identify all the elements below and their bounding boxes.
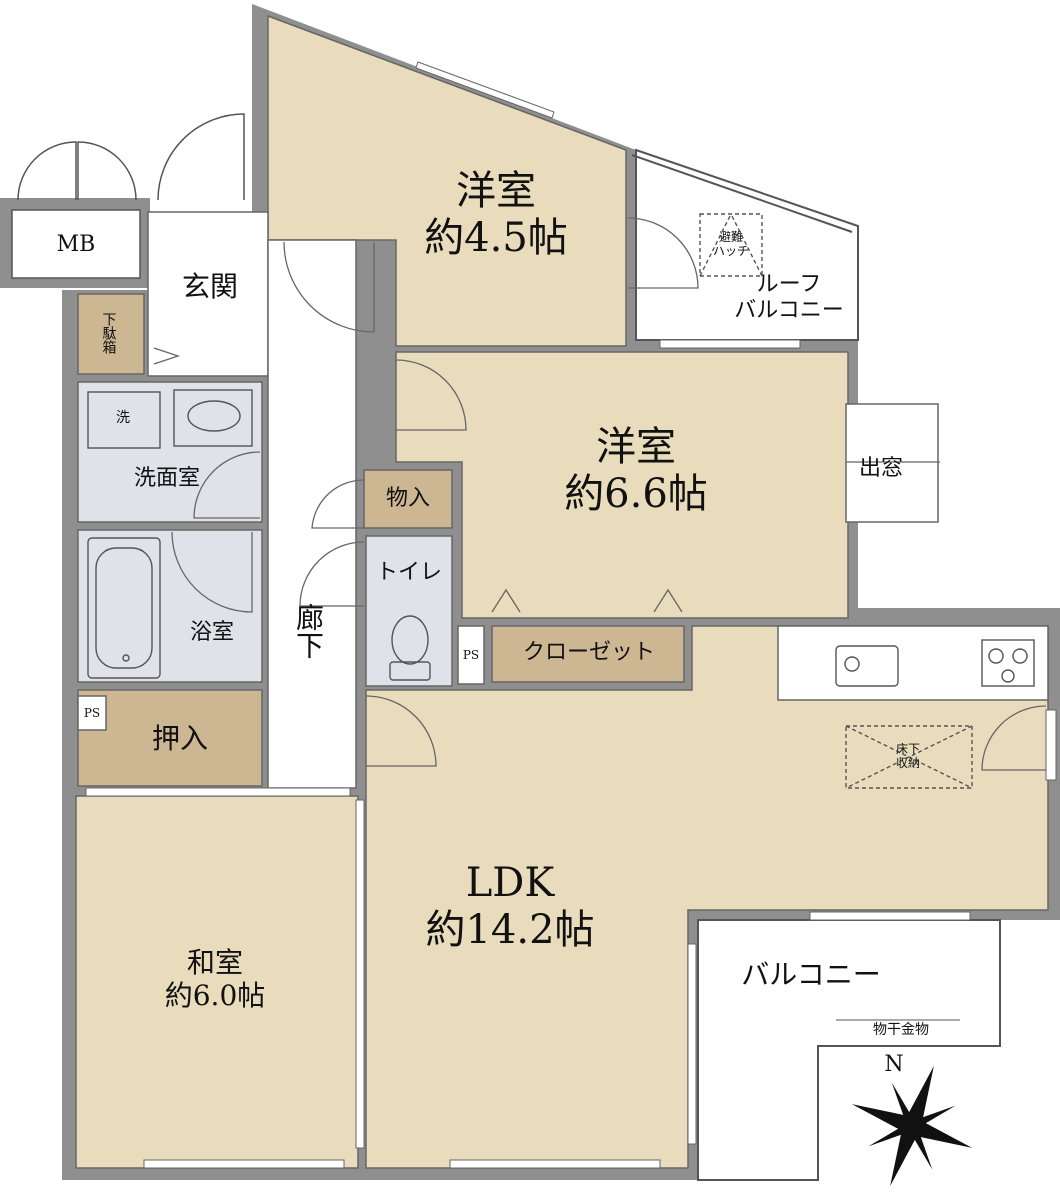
washroom [77,381,263,523]
washroom-label: 洗面室 [133,466,200,491]
ps-oshiire [77,695,107,731]
compass-icon [851,1065,973,1187]
oshiire [77,689,263,787]
ps-label-oshiire: PS [83,706,101,720]
western-room-4-5-label: 洋室 約4.5帖 [396,168,596,262]
bathroom [77,529,263,683]
room-name: 洋室 [456,168,536,214]
toilet-tank [389,661,431,681]
bathtub [87,537,161,679]
storage [363,469,453,529]
japanese-room [75,795,359,1169]
entrance-doors [17,113,245,201]
toilet-label: トイレ [375,560,442,585]
ps-toilet [457,625,485,685]
stove [981,639,1035,687]
windows [85,61,1057,1169]
balcony-label: バルコニー [741,958,881,991]
washer-pan [87,391,161,449]
room-name: LDK [465,860,555,906]
kitchen-sink [835,645,899,687]
sink-basin [187,400,241,432]
roof-balcony-line1: ルーフ [756,272,822,297]
western-room-6-6 [395,351,849,619]
shoe-box-label: 下駄箱 [100,312,117,354]
underfloor-storage [845,725,973,789]
balcony-area [697,919,1001,1181]
bay-window-label: 出窓 [858,456,903,481]
kitchen-counter [777,625,1049,701]
north-label: N [884,1052,904,1077]
evac-hatch-line1: 避難 [718,230,743,244]
roof-balcony-line2: バルコニー [734,297,844,323]
underfloor-storage-label: 床下 収納 [878,742,938,770]
western-room-6-6-label: 洋室 約6.6帖 [536,424,736,518]
room-area: 約4.5帖 [424,215,568,262]
bay-window [845,403,940,523]
entrance-label: 玄関 [181,270,238,303]
toilet-bowl [391,615,429,665]
evac-hatch-line2: ハッチ [712,244,749,259]
bathroom-label: 浴室 [189,620,234,645]
underfloor-line2: 収納 [895,756,920,771]
ps-label-toilet: PS [462,648,480,662]
shoe-box [77,293,145,375]
roof-balcony-area [631,148,859,341]
storage-label: 物入 [385,486,430,511]
roof-balcony-label: ルーフ バルコニー [724,272,854,324]
closet-label: クローゼット [522,640,655,665]
oshiire-label: 押入 [151,722,208,755]
room-area: 約6.6帖 [564,471,708,518]
evac-hatch [699,213,763,277]
mb-label: MB [56,232,96,257]
mb-box [0,198,150,288]
closet [491,625,685,683]
japanese-room-label: 和室 約6.0帖 [115,946,315,1012]
entrance-floor [147,211,269,377]
room-name: 和室 [186,946,243,979]
door-swings [153,217,1047,771]
laundry-rail-label: 物干金物 [873,1022,929,1038]
underfloor-line1: 床下 [895,742,920,756]
fixtures [87,213,1035,789]
room-area: 約14.2帖 [425,907,595,954]
toilet [365,535,453,687]
room-name: 洋室 [596,424,676,470]
washer-label: 洗 [116,410,130,426]
ldk-label: LDK 約14.2帖 [410,860,610,954]
rooms [75,14,1049,1169]
vanity [173,389,253,447]
evac-hatch-label: 避難 ハッチ [700,230,762,258]
corridor-label: 廊下 [292,603,326,659]
corridor-floor [267,239,357,789]
room-area: 約6.0帖 [164,979,266,1013]
